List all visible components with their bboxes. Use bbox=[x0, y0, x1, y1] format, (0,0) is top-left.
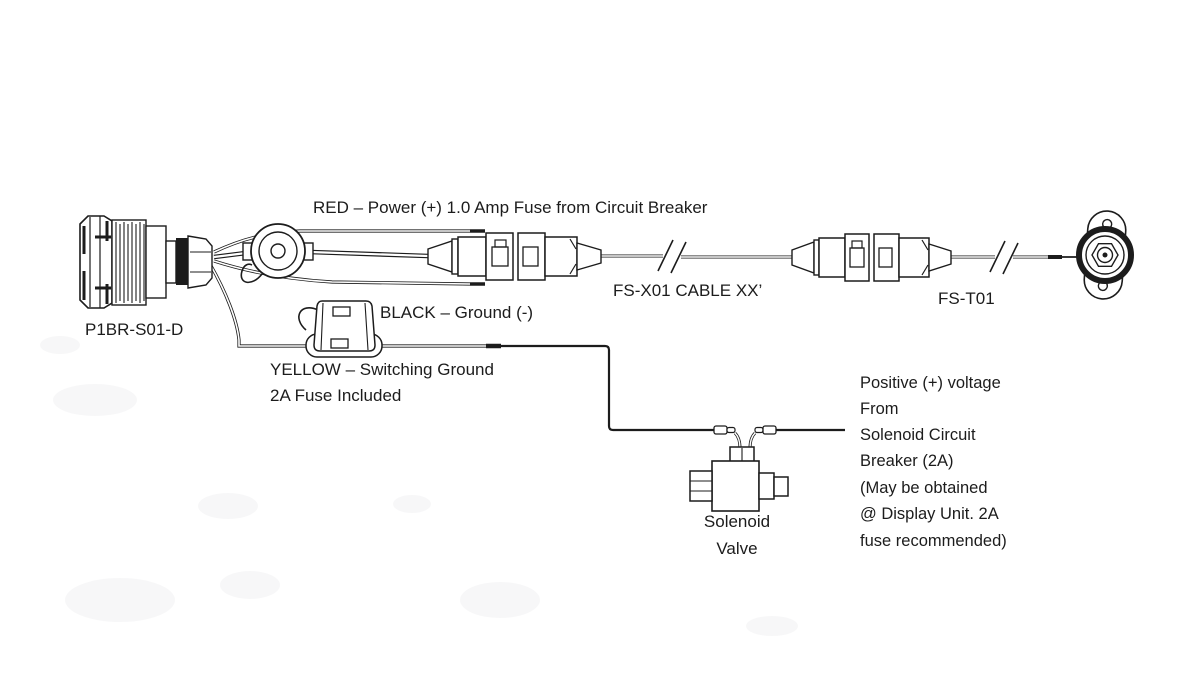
female-connector-1 bbox=[517, 232, 602, 281]
note-line-7: fuse recommended) bbox=[860, 532, 1007, 550]
blade-fuse-tether bbox=[298, 307, 319, 331]
note-line-4: Breaker (2A) bbox=[860, 452, 954, 470]
transducer-face bbox=[1076, 226, 1134, 284]
yellow-wire-label-line2: 2A Fuse Included bbox=[270, 386, 401, 405]
yellow-wire-label-line1: YELLOW – Switching Ground bbox=[270, 360, 494, 379]
red-wire-label: RED – Power (+) 1.0 Amp Fuse from Circui… bbox=[313, 198, 708, 217]
cable-break-2 bbox=[989, 240, 1019, 275]
switching-wire bbox=[501, 344, 714, 432]
note-line-3: Solenoid Circuit bbox=[860, 426, 976, 444]
solenoid-label-line2: Valve bbox=[716, 539, 757, 558]
extension-cable-label: FS-X01 CABLE XX’ bbox=[613, 281, 762, 300]
note-line-6: @ Display Unit. 2A bbox=[860, 505, 999, 523]
female-connector-2 bbox=[873, 233, 952, 282]
black-wire-label: BLACK – Ground (-) bbox=[380, 303, 533, 322]
watermark-ghosts bbox=[40, 336, 798, 636]
connector-pair-1 bbox=[427, 232, 602, 281]
note-line-1: Positive (+) voltage bbox=[860, 374, 1001, 392]
fuse-holder-tether bbox=[240, 263, 263, 284]
round-fuse-holder bbox=[240, 223, 314, 284]
positive-voltage-note: Positive (+) voltage From Solenoid Circu… bbox=[860, 374, 1007, 550]
connector-label: P1BR-S01-D bbox=[85, 320, 183, 339]
solenoid-label-line1: Solenoid bbox=[704, 512, 770, 531]
cable-break-1 bbox=[657, 239, 687, 274]
transducer-hex-nut bbox=[1091, 243, 1119, 267]
male-connector-1 bbox=[427, 232, 514, 281]
blade-fuse-holder bbox=[298, 300, 383, 358]
right-crimp-terminal bbox=[762, 425, 777, 435]
male-connector-2 bbox=[791, 233, 870, 282]
solenoid-valve bbox=[689, 425, 789, 512]
connector-p1br-s01-d bbox=[79, 215, 213, 309]
transducer-cable-label: FS-T01 bbox=[938, 289, 995, 308]
left-crimp-terminal bbox=[713, 425, 728, 435]
connector-pair-2 bbox=[791, 233, 952, 282]
note-line-5: (May be obtained bbox=[860, 479, 988, 497]
note-line-2: From bbox=[860, 400, 899, 418]
